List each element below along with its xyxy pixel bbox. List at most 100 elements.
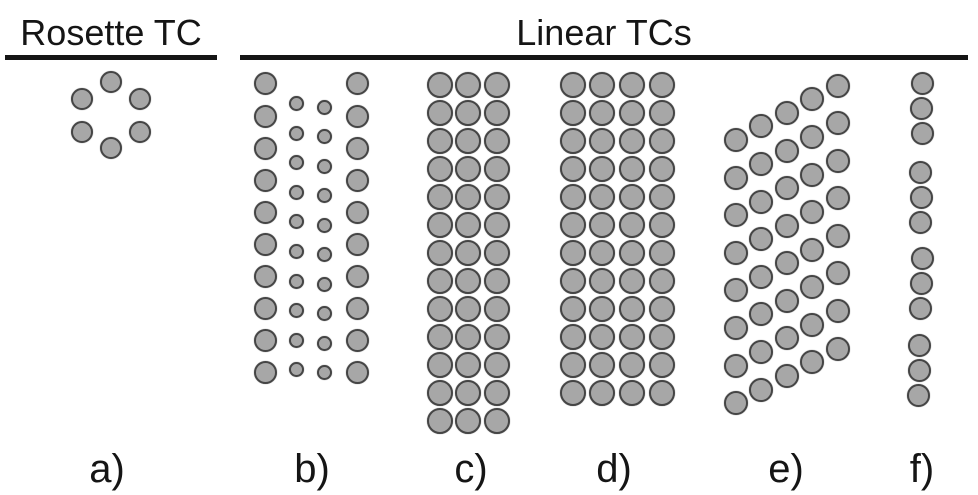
linear-tcs-title: Linear TCs (516, 12, 692, 53)
tc-subunit-circle (455, 184, 481, 210)
tc-subunit-circle (316, 276, 332, 292)
tc-subunit-circle (560, 268, 586, 294)
tc-subunit-circle (589, 324, 615, 350)
tc-subunit-circle (589, 240, 615, 266)
tc-subunit-circle (775, 326, 799, 350)
tc-subunit-circle (560, 72, 586, 98)
tc-subunit-circle (724, 316, 748, 340)
tc-subunit-circle (427, 324, 453, 350)
tc-subunit-circle (910, 71, 934, 95)
tc-subunit-circle (649, 212, 675, 238)
tc-subunit-circle (619, 156, 645, 182)
tc-subunit-circle (455, 352, 481, 378)
tc-subunit-circle (800, 313, 824, 337)
tc-subunit-circle (427, 352, 453, 378)
tc-subunit-circle (619, 296, 645, 322)
tc-subunit-circle (484, 212, 510, 238)
tc-subunit-circle (589, 156, 615, 182)
tc-subunit-circle (800, 87, 824, 111)
tc-subunit-circle (345, 136, 369, 160)
tc-subunit-circle (560, 296, 586, 322)
tc-subunit-circle (253, 328, 277, 352)
tc-subunit-circle (800, 350, 824, 374)
tc-subunit-circle (749, 340, 773, 364)
tc-subunit-circle (427, 240, 453, 266)
tc-subunit-circle (253, 71, 277, 95)
tc-subunit-circle (345, 328, 369, 352)
tc-subunit-circle (100, 137, 122, 159)
tc-subunit-circle (826, 337, 850, 361)
tc-subunit-circle (253, 168, 277, 192)
tc-subunit-circle (589, 380, 615, 406)
tc-subunit-circle (427, 100, 453, 126)
rosette-tc-title: Rosette TC (20, 12, 202, 53)
tc-subunit-circle (427, 380, 453, 406)
tc-subunit-circle (589, 128, 615, 154)
tc-subunit-circle (129, 121, 151, 143)
caption-a: a) (89, 447, 125, 491)
tc-subunit-circle (455, 296, 481, 322)
tc-subunit-circle (909, 96, 933, 120)
tc-subunit-circle (484, 296, 510, 322)
tc-subunit-circle (775, 101, 799, 125)
tc-subunit-circle (455, 408, 481, 434)
tc-subunit-circle (288, 273, 304, 289)
tc-subunit-circle (253, 104, 277, 128)
tc-subunit-circle (826, 74, 850, 98)
tc-subunit-circle (910, 246, 934, 270)
tc-subunit-circle (649, 352, 675, 378)
tc-subunit-circle (484, 100, 510, 126)
tc-subunit-circle (724, 166, 748, 190)
tc-subunit-circle (826, 111, 850, 135)
tc-subunit-circle (649, 100, 675, 126)
tc-subunit-circle (589, 72, 615, 98)
tc-subunit-circle (288, 125, 304, 141)
tc-subunit-circle (724, 203, 748, 227)
tc-subunit-circle (910, 121, 934, 145)
tc-subunit-circle (619, 380, 645, 406)
tc-subunit-circle (560, 212, 586, 238)
tc-subunit-circle (288, 184, 304, 200)
tc-subunit-circle (560, 324, 586, 350)
tc-subunit-circle (345, 168, 369, 192)
tc-subunit-circle (619, 72, 645, 98)
tc-subunit-circle (345, 296, 369, 320)
tc-subunit-circle (906, 383, 930, 407)
caption-b: b) (294, 447, 330, 491)
tc-subunit-circle (800, 163, 824, 187)
tc-subunit-circle (345, 71, 369, 95)
tc-subunit-circle (724, 278, 748, 302)
tc-subunit-circle (619, 352, 645, 378)
tc-subunit-circle (649, 324, 675, 350)
tc-subunit-circle (749, 114, 773, 138)
tc-subunit-circle (316, 305, 332, 321)
tc-subunit-circle (484, 408, 510, 434)
tc-subunit-circle (288, 243, 304, 259)
tc-subunit-circle (484, 128, 510, 154)
tc-subunit-circle (484, 324, 510, 350)
tc-subunit-circle (560, 184, 586, 210)
tc-subunit-circle (560, 100, 586, 126)
tc-subunit-circle (649, 184, 675, 210)
tc-subunit-circle (455, 100, 481, 126)
rosette-title-underline (5, 55, 217, 60)
tc-subunit-circle (560, 380, 586, 406)
tc-subunit-circle (589, 212, 615, 238)
tc-subunit-circle (253, 232, 277, 256)
tc-subunit-circle (649, 128, 675, 154)
tc-subunit-circle (316, 335, 332, 351)
tc-subunit-circle (724, 391, 748, 415)
tc-subunit-circle (427, 268, 453, 294)
tc-subunit-circle (288, 154, 304, 170)
tc-subunit-circle (316, 187, 332, 203)
tc-subunit-circle (619, 324, 645, 350)
tc-subunit-circle (619, 100, 645, 126)
tc-subunit-circle (455, 268, 481, 294)
tc-subunit-circle (724, 354, 748, 378)
tc-subunit-circle (345, 232, 369, 256)
tc-subunit-circle (908, 210, 932, 234)
tc-subunit-circle (288, 95, 304, 111)
